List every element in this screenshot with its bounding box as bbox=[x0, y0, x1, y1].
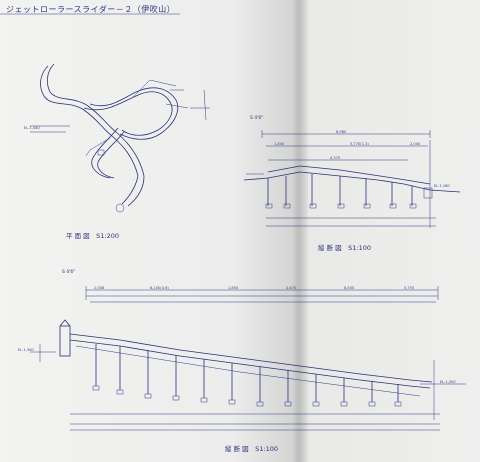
top-section-scale-note: S 4'6" bbox=[250, 116, 264, 121]
dimension-label: 1,840 bbox=[274, 142, 285, 146]
section-bottom-label: 縦 断 図 S1:100 bbox=[225, 445, 278, 453]
dimension-label: 2,008 bbox=[94, 286, 105, 290]
dimension-label: 4,375 bbox=[330, 156, 341, 160]
plan-view-label: 平 面 図 S1:200 bbox=[66, 232, 119, 240]
dimension-label: 2,000 bbox=[410, 142, 421, 146]
dimension-label: 1,850 bbox=[228, 286, 239, 290]
elevation-mark: EL.1,160 bbox=[434, 184, 450, 188]
section-top bbox=[243, 130, 461, 228]
page-spine bbox=[292, 0, 308, 462]
dimension-label: 4,870 bbox=[286, 286, 297, 290]
dimension-label: 8,400 bbox=[344, 286, 355, 290]
dimension-label: 8,100(3.6) bbox=[150, 286, 169, 290]
plan-view bbox=[30, 63, 210, 213]
elevation-mark: EL.1,300 bbox=[18, 348, 34, 352]
dimension-label: 5,755 bbox=[404, 286, 415, 290]
drawing-title: ジェットローラースライダー－２（伊吹山） bbox=[6, 5, 176, 14]
dimension-label: 5,770(1.3) bbox=[350, 142, 369, 146]
section-top-label: 縦 断 図 S1:100 bbox=[318, 244, 371, 252]
dimension-label: 8,980 bbox=[336, 130, 347, 134]
elevation-mark: EL.1,440 bbox=[24, 126, 40, 130]
bottom-section-scale-note: S 4'6" bbox=[62, 270, 76, 275]
section-bottom bbox=[30, 286, 466, 431]
elevation-mark: EL.1,500 bbox=[440, 380, 456, 384]
